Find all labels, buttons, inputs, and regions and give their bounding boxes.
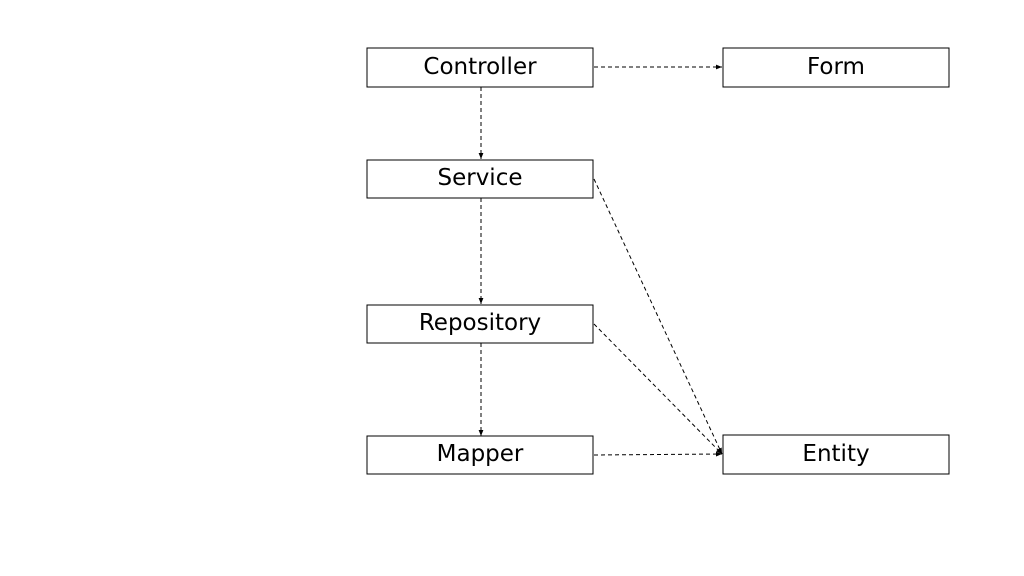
edge-repository-to-entity [593,323,723,455]
node-form: Form [722,47,950,88]
node-controller: Controller [366,47,594,88]
node-repository-label: Repository [419,310,541,336]
node-controller-label: Controller [423,54,537,80]
node-repository: Repository [366,304,594,344]
edge-mapper-to-entity [593,451,723,457]
edges [478,64,723,457]
node-entity: Entity [722,434,950,475]
node-service-label: Service [437,165,522,191]
node-service: Service [366,159,594,199]
node-entity-label: Entity [802,441,869,467]
node-mapper: Mapper [366,435,594,475]
edge-service-to-entity [593,178,723,455]
node-form-label: Form [807,54,865,80]
node-mapper-label: Mapper [437,441,524,467]
